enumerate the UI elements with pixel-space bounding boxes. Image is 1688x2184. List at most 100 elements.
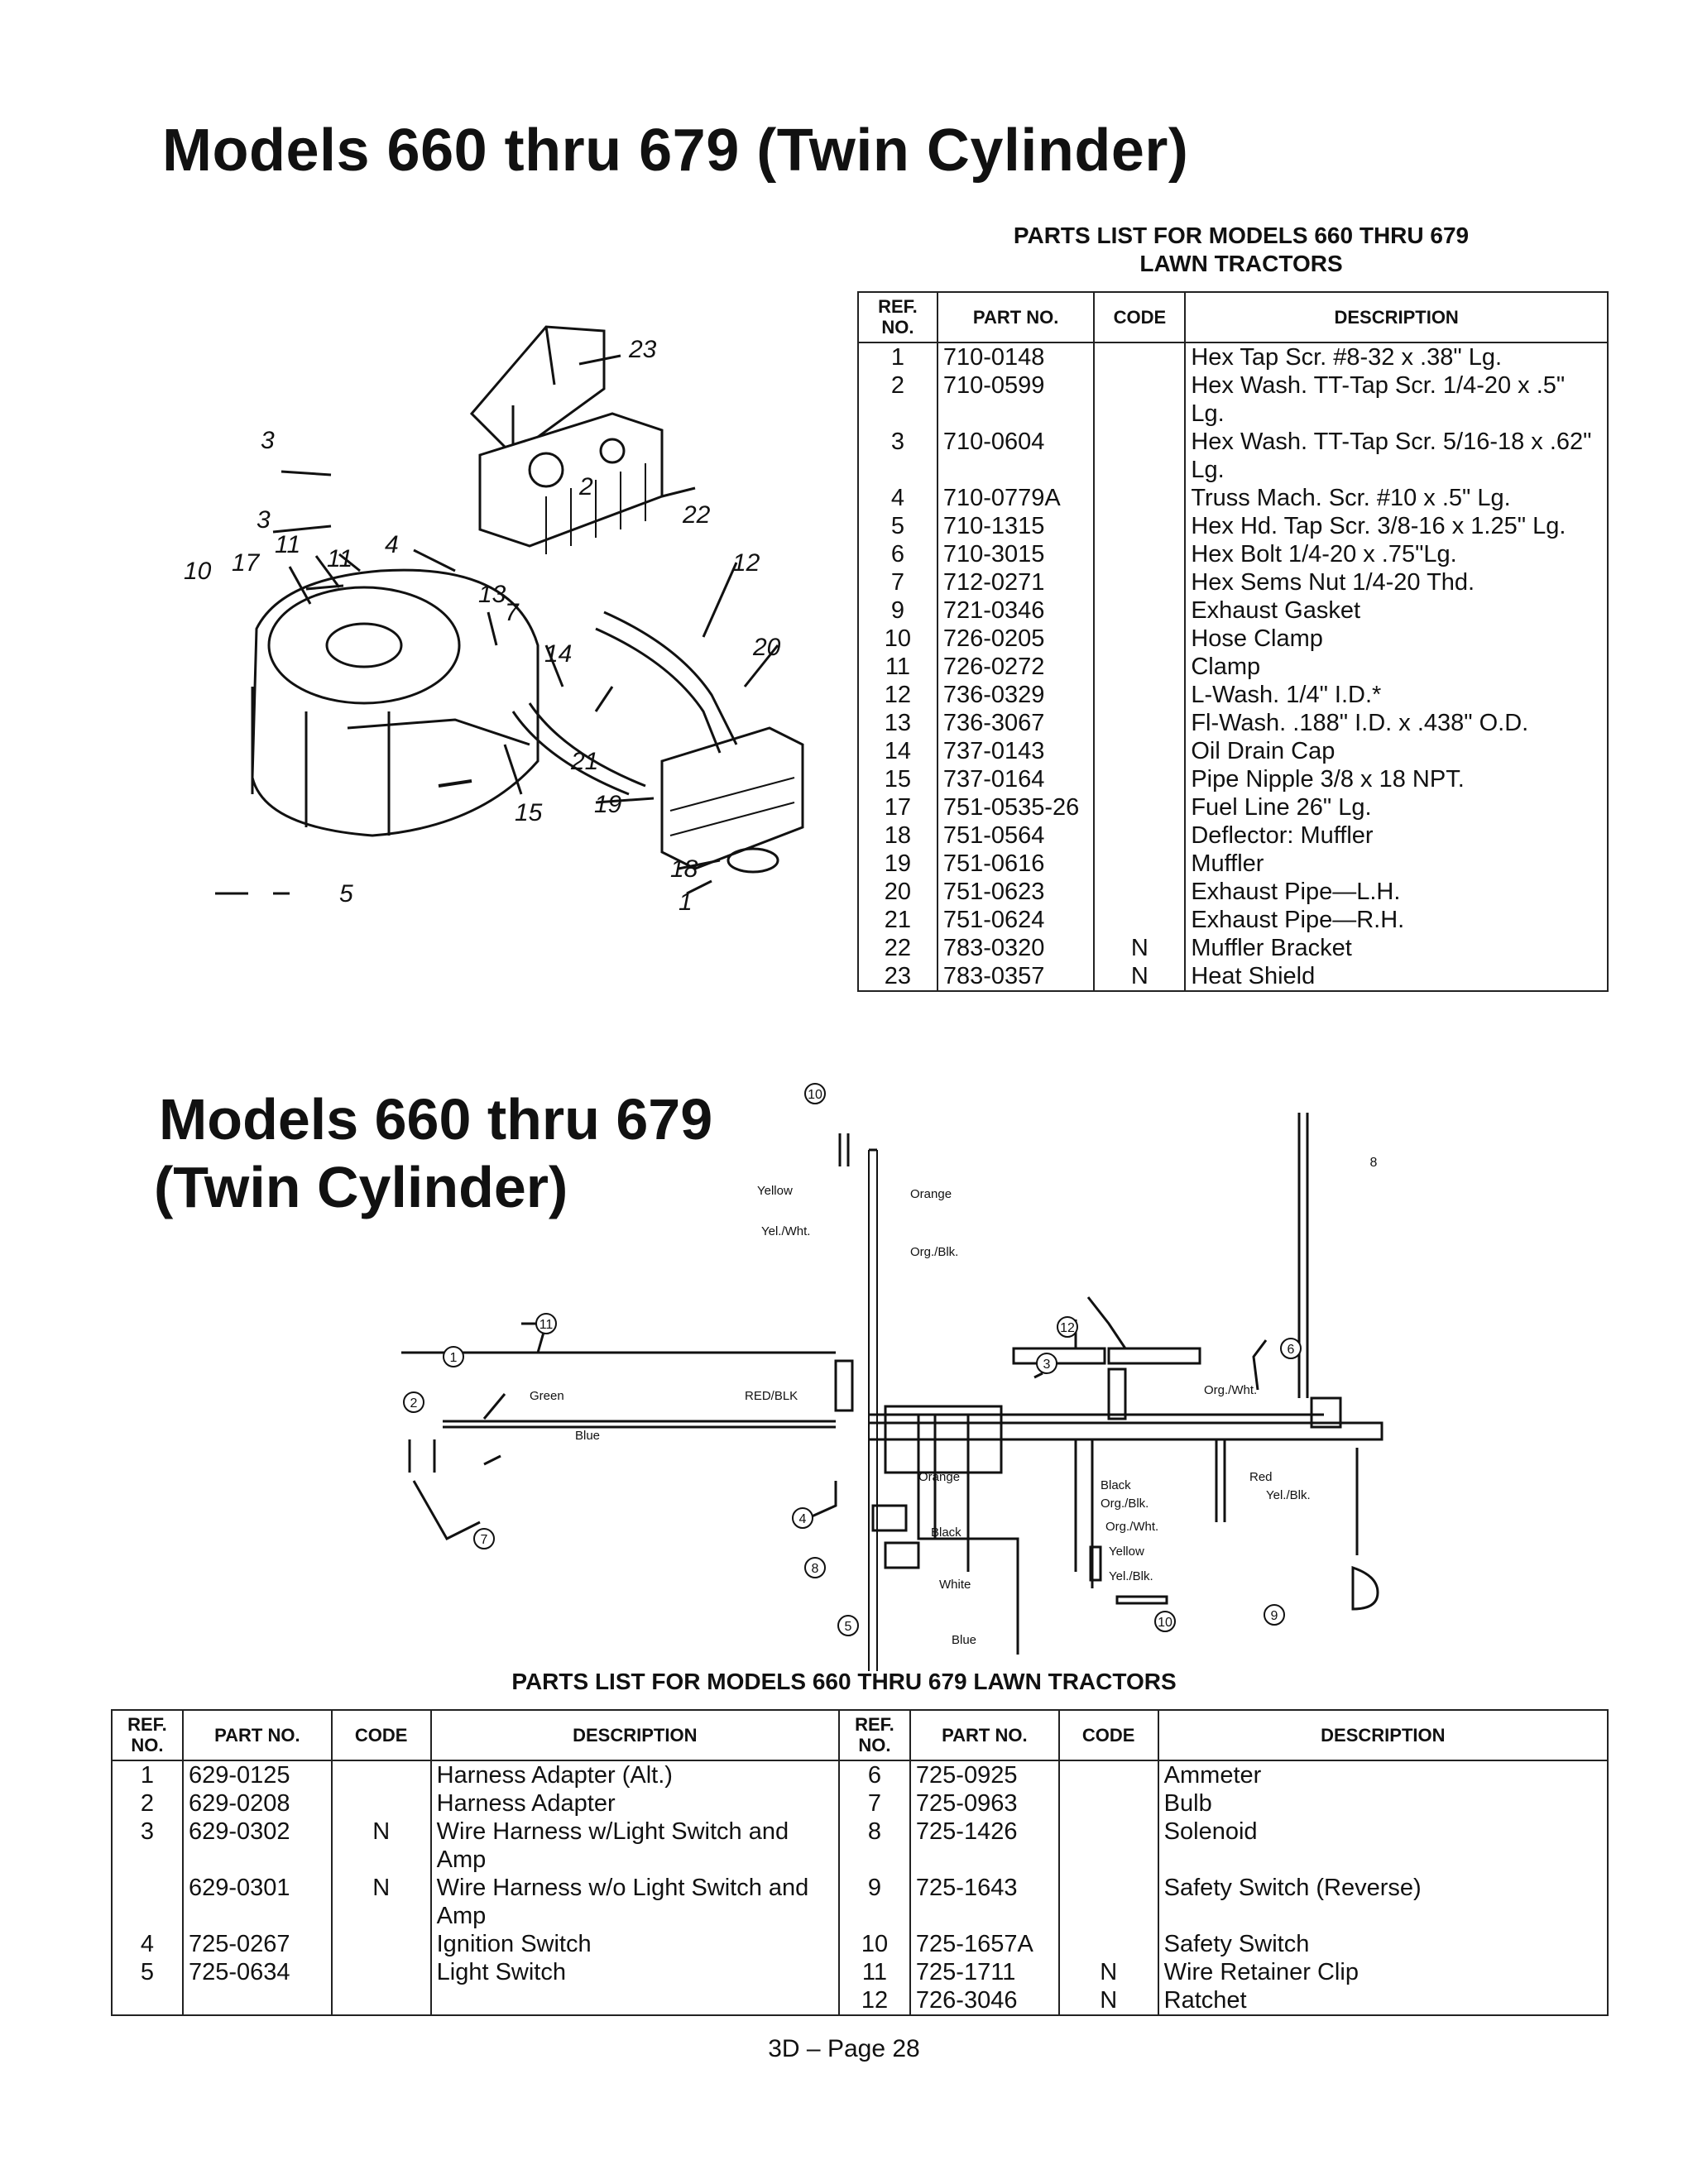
page-footer: 3D – Page 28 [768, 2035, 920, 2062]
part-no-cell: 725-1711 [909, 1957, 1060, 1986]
ref-no-cell: 2 [857, 371, 938, 428]
ref-no-cell: 12 [837, 1985, 911, 2016]
ref-no-cell: 17 [857, 793, 938, 821]
col-header-part-right: PART NO. [909, 1709, 1060, 1761]
callout-3a: 3 [261, 427, 275, 454]
description-cell: Exhaust Pipe—L.H. [1184, 877, 1609, 906]
description-cell: Deflector: Muffler [1184, 821, 1609, 850]
ref-no-cell: 4 [857, 483, 938, 512]
ref-no-cell: 5 [857, 511, 938, 540]
callout-5: 5 [339, 880, 353, 908]
part-no-cell: 726-0272 [936, 652, 1096, 681]
wire-label-blue-bottom: Blue [952, 1633, 976, 1647]
callout-3b: 3 [257, 506, 271, 534]
wire-label-white: White [939, 1578, 971, 1592]
callout-21: 21 [570, 748, 598, 775]
description-cell: L-Wash. 1/4" I.D.* [1184, 680, 1609, 709]
callout-1: 1 [679, 888, 693, 916]
ref-no-cell: 19 [857, 849, 938, 878]
part-no-cell: 629-0208 [181, 1789, 333, 1818]
ref-no-cell: 7 [857, 568, 938, 596]
wire-label-org-wht-lower: Org./Wht. [1105, 1520, 1158, 1534]
callout-15: 15 [515, 799, 543, 826]
wiring-title-line2: (Twin Cylinder) [154, 1155, 568, 1219]
part-no-cell: 629-0125 [181, 1760, 333, 1789]
wire-label-yel-wht: Yel./Wht. [761, 1224, 810, 1238]
wiring-harness-diagram: 10 1 11 3 6 12 2 4 8 5 7 9 10 8 Yellow O… [401, 1083, 1383, 1671]
part-no-cell: 751-0564 [936, 821, 1096, 850]
callout-12: 12 [732, 549, 760, 577]
code-cell [330, 1760, 432, 1789]
part-no-cell: 725-1426 [909, 1817, 1060, 1874]
ref-no-cell: 6 [857, 539, 938, 568]
code-cell: N [1057, 1957, 1159, 1986]
part-no-cell: 725-0925 [909, 1760, 1060, 1789]
part-no-cell: 710-0599 [936, 371, 1096, 428]
part-no-cell: 726-3046 [909, 1985, 1060, 2016]
empty-cell [181, 1985, 333, 2016]
wire-label-blue-left: Blue [575, 1429, 600, 1443]
description-cell: Ignition Switch [429, 1929, 840, 1958]
callout-19: 19 [594, 791, 622, 818]
description-cell: Safety Switch [1157, 1929, 1609, 1958]
code-cell [1093, 483, 1187, 512]
part-no-cell: 725-1657A [909, 1929, 1060, 1958]
callout-2: 2 [578, 473, 593, 500]
description-cell: Harness Adapter [429, 1789, 840, 1818]
code-cell [1093, 624, 1187, 653]
part-no-cell: 629-0301 [181, 1873, 333, 1930]
part-no-cell: 629-0302 [181, 1817, 333, 1874]
wiring-title-line1: Models 660 thru 679 [159, 1087, 713, 1152]
ref-no-cell: 20 [857, 877, 938, 906]
description-cell: Fuel Line 26" Lg. [1184, 793, 1609, 821]
callout-10: 10 [184, 558, 212, 585]
ref-no-cell: 23 [857, 961, 938, 992]
page-title: Models 660 thru 679 (Twin Cylinder) [162, 117, 1189, 184]
code-cell [1093, 793, 1187, 821]
circled-10-top: 10 [808, 1088, 822, 1102]
part-no-cell: 710-0148 [936, 342, 1096, 371]
part-no-cell: 710-0779A [936, 483, 1096, 512]
ref-no-cell: 6 [837, 1760, 911, 1789]
col-header-code: CODE [1093, 291, 1187, 343]
exhaust-exploded-diagram: 23 3 2 22 3 11 4 11 13 12 10 17 7 14 20 … [165, 325, 804, 927]
code-cell: N [1093, 933, 1187, 962]
code-cell [1057, 1873, 1159, 1930]
part-no-cell: 710-1315 [936, 511, 1096, 540]
circled-2: 2 [410, 1396, 418, 1410]
code-cell [330, 1789, 432, 1818]
callout-20: 20 [752, 634, 781, 661]
description-cell: Truss Mach. Scr. #10 x .5" Lg. [1184, 483, 1609, 512]
ref-no-cell: 12 [857, 680, 938, 709]
ref-no-cell: 21 [857, 905, 938, 934]
description-cell: Hex Sems Nut 1/4-20 Thd. [1184, 568, 1609, 596]
ref-no-cell: 3 [857, 427, 938, 484]
part-no-cell: 783-0357 [936, 961, 1096, 992]
ref-no-cell: 3 [111, 1817, 184, 1874]
part-no-cell: 751-0535-26 [936, 793, 1096, 821]
description-cell: Muffler [1184, 849, 1609, 878]
part-no-cell: 783-0320 [936, 933, 1096, 962]
description-cell: Clamp [1184, 652, 1609, 681]
bottom-parts-table: REF. NO. PART NO. CODE DESCRIPTION REF. … [111, 1709, 1609, 2016]
col-header-description: DESCRIPTION [1184, 291, 1609, 343]
code-cell [1093, 342, 1187, 371]
description-cell: Fl-Wash. .188" I.D. x .438" O.D. [1184, 708, 1609, 737]
code-cell [1093, 905, 1187, 934]
